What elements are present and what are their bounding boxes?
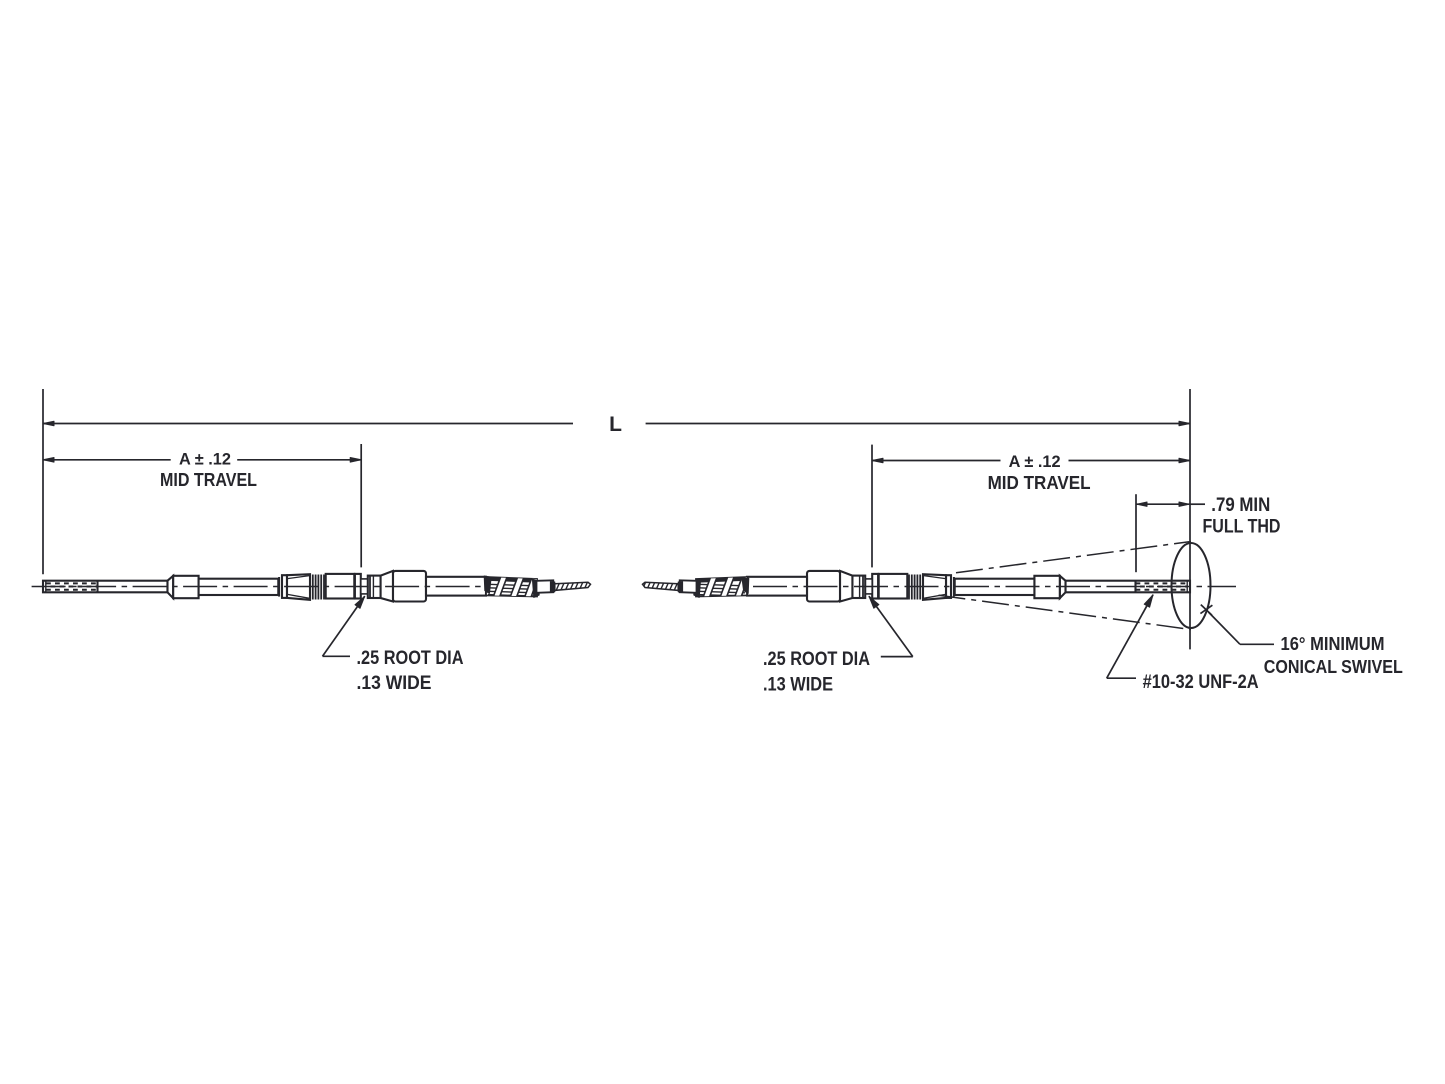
svg-text:A ± .12: A ± .12: [179, 450, 231, 469]
svg-text:A ± .12: A ± .12: [1009, 452, 1061, 471]
svg-text:.13 WIDE: .13 WIDE: [357, 673, 432, 694]
svg-text:FULL THD: FULL THD: [1203, 516, 1281, 537]
svg-text:16° MINIMUM: 16° MINIMUM: [1281, 633, 1385, 654]
svg-text:MID TRAVEL: MID TRAVEL: [988, 473, 1091, 493]
svg-text:.13 WIDE: .13 WIDE: [763, 674, 833, 695]
svg-text:CONICAL SWIVEL: CONICAL SWIVEL: [1264, 656, 1403, 677]
svg-text:#10-32 UNF-2A: #10-32 UNF-2A: [1143, 672, 1259, 693]
svg-text:.25 ROOT DIA: .25 ROOT DIA: [763, 649, 870, 670]
svg-text:.25 ROOT DIA: .25 ROOT DIA: [357, 648, 464, 669]
svg-text:L: L: [609, 413, 622, 436]
svg-text:MID TRAVEL: MID TRAVEL: [160, 470, 257, 490]
svg-text:.79 MIN: .79 MIN: [1211, 495, 1270, 516]
